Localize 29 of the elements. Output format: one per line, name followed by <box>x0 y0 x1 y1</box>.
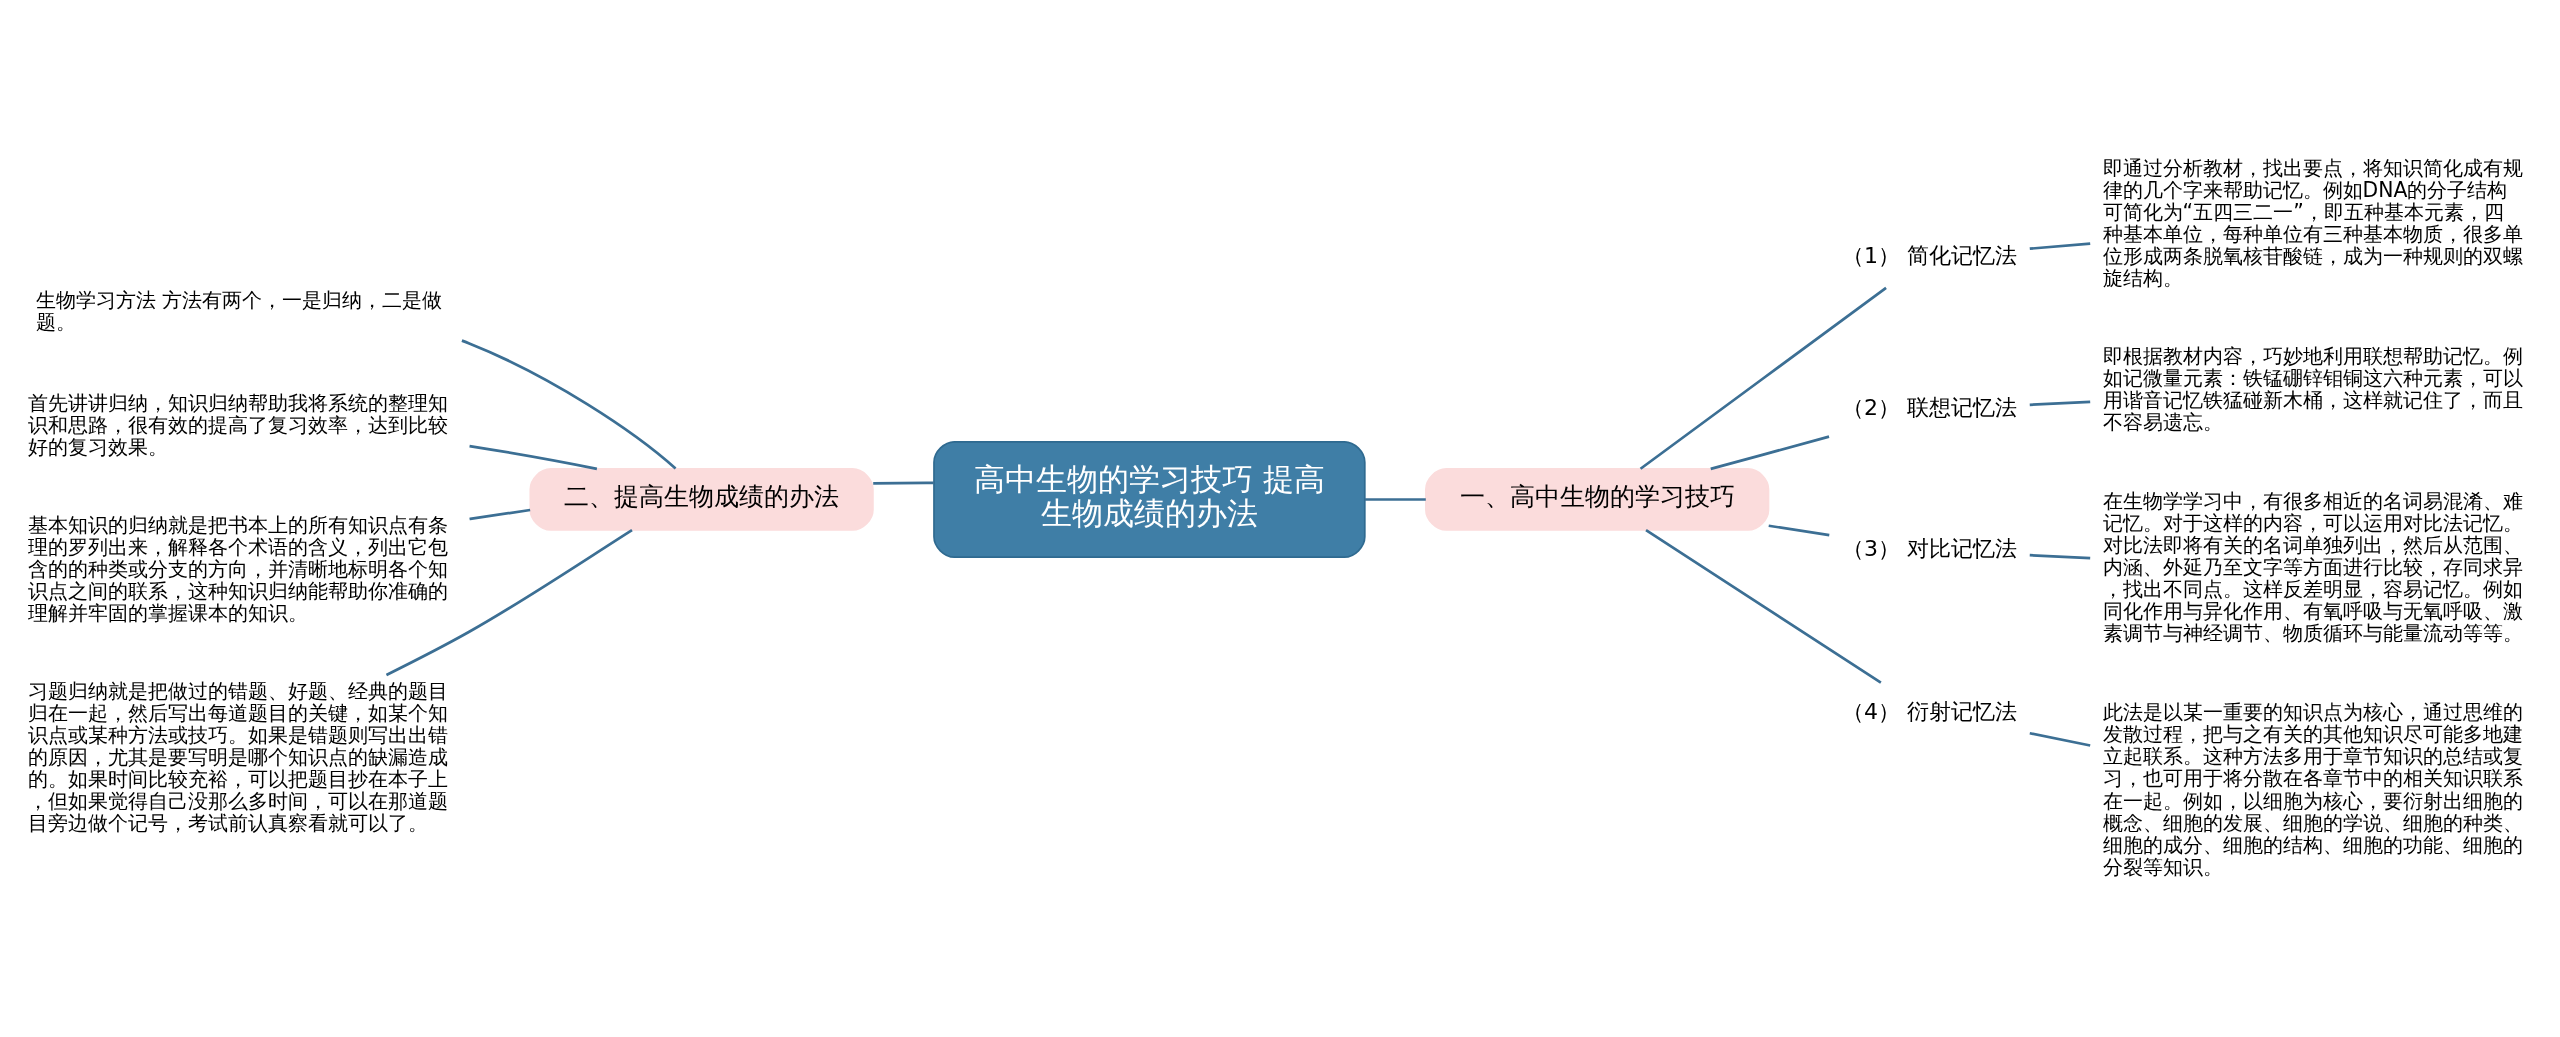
connector <box>1364 497 1426 501</box>
node-box: 一、高中生物的学习技巧 <box>1425 467 1770 531</box>
node-text: （1） 简化记忆法 <box>1842 242 2018 268</box>
node-text: 即根据教材内容，巧妙地利用联想帮助记忆。例如记微量元素：铁锰硼锌钼铜这六种元素，可以用谐音记忆铁猛碰新木桶，这样就记住了，而且不容易遗忘。 <box>2102 343 2523 434</box>
connector <box>1768 523 1830 536</box>
node-box: 二、提高生物成绩的办法 <box>529 467 874 531</box>
node-text: （4） 衍射记忆法 <box>1842 698 2018 724</box>
connector <box>469 508 531 520</box>
connector <box>461 338 677 469</box>
node-text: 此法是以某一重要的知识点为核心，通过思维的发散过程，把与之有关的其他知识尽可能多地建立起联系。这种方法多用于章节知识的总结或复习，也可用于将分散在各章节中的相关知识联系在一起。例如，以细胞为核心，要衍射出细胞的概念、细胞的发展、细胞的学说、细胞的种类、细胞的成分、细胞的结构、细胞的功能、细胞的分裂等知识。 <box>2102 699 2523 879</box>
connector <box>2029 241 2091 250</box>
node-text: 首先讲讲归纳，知识归纳帮助我将系统的整理知识和思路，很有效的提高了复习效率，达到比较好的复习效果。 <box>28 390 449 459</box>
node-text: （3） 对比记忆法 <box>1842 535 2018 561</box>
connector <box>469 444 598 470</box>
connector <box>873 481 934 485</box>
connector <box>2029 731 2091 747</box>
node-box: 高中生物的学习技巧 提高生物成绩的办法 <box>933 440 1366 558</box>
connector <box>2029 553 2091 559</box>
connector <box>1645 528 1882 684</box>
connector <box>1639 286 1887 470</box>
node-text: 基本知识的归纳就是把书本上的所有知识点有条理的罗列出来，解释各个术语的含义，列出它包含的的种类或分支的方向，并清晰地标明各个知识点之间的联系，这种知识归纳能帮助你准确的理解并牢固的掌握课本的知识。 <box>28 512 449 625</box>
node-text: 习题归纳就是把做过的错题、好题、经典的题目归在一起，然后写出每道题目的关键，如某个知识点或某种方法或技巧。如果是错题则写出出错的原因，尤其是要写明是哪个知识点的缺漏造成的。如果时间比较充裕，可以把题目抄在本子上，但如果觉得自己没那么多时间，可以在那道题目旁边做个记号，考试前认真察看就可以了。 <box>28 678 449 835</box>
connector <box>385 528 633 676</box>
node-text: 在生物学学习中，有很多相近的名词易混淆、难记忆。对于这样的内容，可以运用对比法记忆。对比法即将有关的名词单独列出，然后从范围、内涵、外延乃至文字等方面进行比较，存同求异，找出不同点。这样反差明显，容易记忆。例如同化作用与异化作用、有氧呼吸与无氧呼吸、激素调节与神经调节、物质循环与能量流动等等。 <box>2102 488 2523 645</box>
connector <box>1710 434 1830 470</box>
node-text: 即通过分析教材，找出要点，将知识简化成有规律的几个字来帮助记忆。例如DNA的分子结构可简化为“五四三二一”，即五种基本元素，四种基本单位，每种单位有三种基本物质，很多单位形成两条脱氧核苷酸链，成为一种规则的双螺旋结构。 <box>2102 155 2523 290</box>
connector <box>2029 400 2091 406</box>
node-text: （2） 联想记忆法 <box>1842 394 2018 420</box>
node-text: 生物学习方法 方法有两个，一是归纳，二是做题。 <box>35 287 443 334</box>
